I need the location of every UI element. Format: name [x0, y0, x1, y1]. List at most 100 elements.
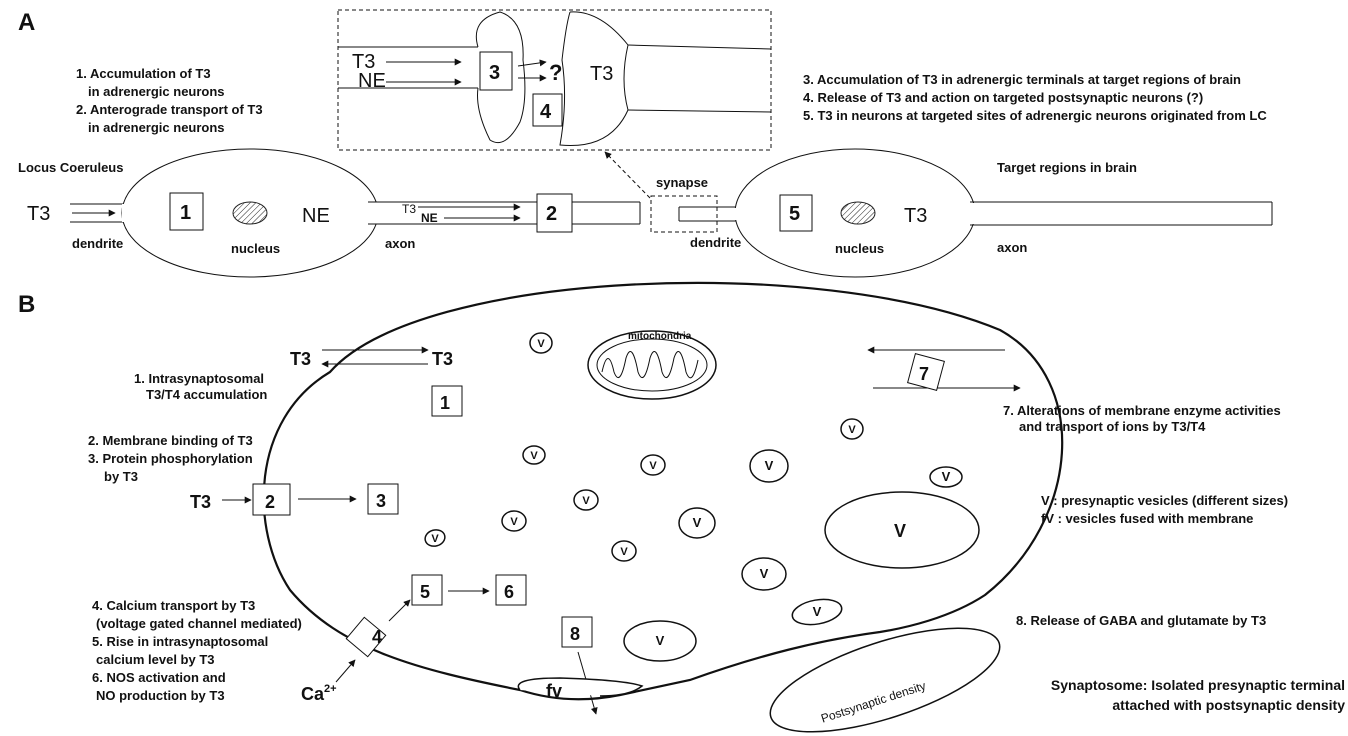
t3-outside: T3: [290, 349, 311, 369]
box-b1: 1: [440, 393, 450, 413]
synaptosome-membrane: [262, 281, 1064, 701]
inset-box-3: 3: [489, 62, 500, 84]
axon-label: axon: [385, 236, 415, 251]
vesicle: [741, 557, 787, 591]
presynaptic-vesicles: V V V V V V V V V V V V V V: [424, 332, 963, 662]
t3-binding: T3: [190, 492, 211, 512]
vesicle-label: V: [760, 566, 769, 581]
t3-input: T3: [27, 203, 50, 225]
target-nucleus-shape: [840, 201, 876, 225]
panel-a-notes-left: 1. Accumulation of T3 in adrenergic neur…: [76, 66, 263, 135]
synapse-label: synapse: [656, 175, 708, 190]
vesicle: [611, 540, 637, 562]
dendrite-label: dendrite: [72, 236, 123, 251]
inset-box-4: 4: [540, 101, 552, 123]
vesicle: [424, 529, 446, 547]
note-b1-cont: T3/T4 accumulation: [146, 387, 267, 402]
vesicle: [623, 620, 697, 662]
mitochondria-label: mitochondria: [628, 331, 692, 342]
inset-question: ?: [549, 60, 562, 85]
caption-line-2: attached with postsynaptic density: [1112, 697, 1345, 713]
note-b6: 6. NOS activation and: [92, 670, 226, 685]
nucleus-shape: [232, 201, 268, 225]
panel-b-label: B: [18, 291, 35, 318]
box-b4: 4: [372, 627, 382, 647]
caption-line-1: Synaptosome: Isolated presynaptic termin…: [1051, 677, 1345, 693]
fused-vesicle: [517, 677, 644, 697]
target-nucleus-label: nucleus: [835, 241, 884, 256]
legend-fv: fV : vesicles fused with membrane: [1041, 511, 1253, 526]
ne-label: NE: [302, 205, 330, 227]
large-vesicle-label: V: [894, 521, 906, 541]
mitochondria: mitochondria: [587, 330, 717, 400]
note-2: 2. Anterograde transport of T3: [76, 102, 263, 117]
vesicle-label: V: [620, 546, 628, 558]
vesicle: [678, 507, 716, 539]
vesicle-label: V: [848, 424, 856, 436]
note-1: 1. Accumulation of T3: [76, 66, 211, 81]
vesicle-label: V: [693, 515, 702, 530]
synapse-inset: T3 NE 3 ? 4 T3: [337, 9, 772, 151]
box-b5: 5: [420, 582, 430, 602]
box-b7: 7: [919, 364, 929, 384]
note-b1: 1. Intrasynaptosomal: [134, 371, 264, 386]
inset-t3: T3: [352, 51, 375, 73]
target-t3: T3: [904, 205, 927, 227]
target-dendrite-label: dendrite: [690, 235, 741, 250]
vesicle: [749, 449, 789, 483]
locus-coeruleus-neuron: Locus Coeruleus T3 1 nucleus NE dendrite…: [18, 148, 641, 278]
vesicle: [791, 598, 843, 626]
vesicle-label: V: [582, 495, 590, 507]
note-b7-cont: and transport of ions by T3/T4: [1019, 419, 1206, 434]
vesicle-label: V: [765, 458, 774, 473]
nucleus-label: nucleus: [231, 241, 280, 256]
note-b4-cont: (voltage gated channel mediated): [96, 616, 302, 631]
vesicle: [522, 445, 546, 465]
vesicle: [573, 489, 599, 511]
fv-label: fv: [546, 681, 562, 701]
note-1-cont: in adrenergic neurons: [88, 84, 225, 99]
vesicle: [840, 418, 864, 440]
box-b3: 3: [376, 491, 386, 511]
note-4: 4. Release of T3 and action on targeted …: [803, 90, 1203, 105]
box-b8: 8: [570, 624, 580, 644]
note-b5: 5. Rise in intrasynaptosomal: [92, 634, 268, 649]
vesicle-label: V: [942, 469, 951, 484]
inset-pointer-arrow: [604, 151, 651, 199]
vesicle: [529, 332, 553, 354]
synapse-region: [650, 195, 718, 233]
inset-ne: NE: [358, 70, 386, 92]
box-2: 2: [546, 203, 557, 225]
vesicle: [640, 454, 666, 476]
note-2-cont: in adrenergic neurons: [88, 120, 225, 135]
note-b4: 4. Calcium transport by T3: [92, 598, 255, 613]
t3-small: T3: [402, 202, 416, 216]
t3-inside: T3: [432, 349, 453, 369]
note-b3: 3. Protein phosphorylation: [88, 451, 253, 466]
note-b3-cont: by T3: [104, 469, 138, 484]
box-b6: 6: [504, 582, 514, 602]
box-5: 5: [789, 203, 800, 225]
note-b8: 8. Release of GABA and glutamate by T3: [1016, 613, 1266, 628]
vesicle-label: V: [431, 533, 439, 545]
note-b2: 2. Membrane binding of T3: [88, 433, 253, 448]
vesicle: [501, 510, 527, 532]
large-vesicle: [824, 491, 980, 569]
vesicle-label: V: [649, 460, 657, 472]
inset-t3-post: T3: [590, 63, 613, 85]
postsynaptic-density: [769, 627, 1001, 733]
panel-a-label: A: [18, 9, 35, 36]
note-3: 3. Accumulation of T3 in adrenergic term…: [803, 72, 1241, 87]
vesicle-label: V: [656, 633, 665, 648]
note-b6-cont: NO production by T3: [96, 688, 225, 703]
target-regions-label: Target regions in brain: [997, 160, 1137, 175]
box-b2: 2: [265, 492, 275, 512]
locus-coeruleus-label: Locus Coeruleus: [18, 160, 123, 175]
vesicle-label: V: [813, 604, 822, 619]
vesicle-label: V: [530, 450, 538, 462]
vesicle-label: V: [537, 338, 545, 350]
legend-v: V : presynaptic vesicles (different size…: [1041, 493, 1288, 508]
note-5: 5. T3 in neurons at targeted sites of ad…: [803, 108, 1267, 123]
vesicle-label: V: [510, 516, 518, 528]
